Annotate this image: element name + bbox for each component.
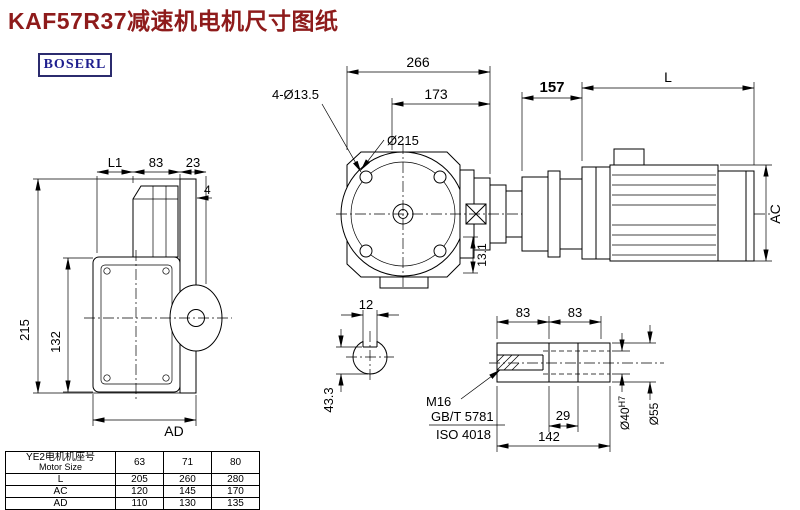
dim-label-173: 173 xyxy=(424,86,448,102)
table-row-AD: AD 110 130 135 xyxy=(5,497,260,510)
dim-13-1: 13.1 xyxy=(463,236,489,274)
bolt-hole xyxy=(433,170,447,184)
motor-body xyxy=(609,164,719,262)
brand-logo: BOSERL xyxy=(38,53,112,77)
housing-bolt xyxy=(103,267,111,275)
housing-bolt xyxy=(162,267,170,275)
dim-label-83b: 83 xyxy=(568,305,582,320)
dim-29: 29 xyxy=(548,386,579,432)
front-flange-view: 266 173 4-Ø13.5 Ø215 13.1 xyxy=(272,54,523,289)
dim-12: 12 xyxy=(341,297,399,341)
dim-157: 157 xyxy=(521,79,583,171)
dim-AC: AC xyxy=(720,164,783,262)
dim-L1-83-23: L1 83 23 xyxy=(96,155,207,284)
dim-label-132: 132 xyxy=(48,331,63,353)
dim-215: 215 xyxy=(17,178,180,394)
dim-label-157: 157 xyxy=(539,79,564,96)
bolt-hole xyxy=(359,170,373,184)
dim-label-AC: AC xyxy=(767,204,783,223)
bolt-holes-label: 4-Ø13.5 xyxy=(272,87,319,102)
std-gb-label: GB/T 5781 xyxy=(431,409,494,424)
dim-label-4: 4 xyxy=(204,183,211,197)
shaft-outline xyxy=(496,342,611,383)
value-cell: 110 xyxy=(115,497,164,510)
value-cell: 260 xyxy=(163,473,212,486)
dim-label-43-3: 43.3 xyxy=(321,387,336,412)
dim-bore-dia: Ø40H7 xyxy=(612,333,632,430)
frame-size-71: 71 xyxy=(163,451,212,474)
table-header-cell: YE2电机机座号 Motor Size xyxy=(5,451,116,474)
bore-tolerance: H7 xyxy=(617,396,627,408)
dim-label-AD: AD xyxy=(164,423,183,439)
dim-shaft-dia: Ø55 xyxy=(612,325,661,425)
fan-cover xyxy=(717,170,755,262)
dim-132: 132 xyxy=(48,257,93,393)
std-iso-label: ISO 4018 xyxy=(436,427,491,442)
dim-83-83: 83 83 xyxy=(496,305,602,339)
coupling-bell xyxy=(521,176,549,252)
housing-bolt xyxy=(103,374,111,382)
thread-callout: M16 GB/T 5781 ISO 4018 xyxy=(426,369,505,442)
motor-size-table: YE2电机机座号 Motor Size 63 71 80 L 205 260 2… xyxy=(5,451,260,510)
dim-label-L1: L1 xyxy=(108,155,122,170)
dim-label-13-1: 13.1 xyxy=(475,243,489,267)
dim-label-12: 12 xyxy=(359,297,373,312)
value-cell: 135 xyxy=(211,497,260,510)
value-cell: 120 xyxy=(115,485,164,498)
dim-173: 173 xyxy=(391,86,491,150)
page-title: KAF57R37减速机电机尺寸图纸 xyxy=(8,8,339,34)
dim-43-3: 43.3 xyxy=(321,329,368,413)
table-header-en: Motor Size xyxy=(38,462,82,473)
row-label-AC: AC xyxy=(5,485,116,498)
flange-dia-label: Ø215 xyxy=(387,133,419,148)
flange-dia-callout: Ø215 xyxy=(360,133,419,171)
dim-AD: AD xyxy=(92,394,197,439)
dim-label-142: 142 xyxy=(538,429,560,444)
gear-housing xyxy=(92,256,181,393)
value-cell: 280 xyxy=(211,473,260,486)
bolt-hole xyxy=(433,244,447,258)
dim-4: 4 xyxy=(196,183,212,201)
value-cell: 145 xyxy=(163,485,212,498)
dim-label-29: 29 xyxy=(556,408,570,423)
brand-logo-text: BOSERL xyxy=(43,57,107,72)
value-cell: 205 xyxy=(115,473,164,486)
row-label-L: L xyxy=(5,473,116,486)
adapter-disc xyxy=(547,170,561,258)
dim-label-83a: 83 xyxy=(516,305,530,320)
adapter-barrel xyxy=(559,178,583,250)
dim-label-215: 215 xyxy=(17,319,32,341)
table-row-AC: AC 120 145 170 xyxy=(5,485,260,498)
shaft-key-section: 12 43.3 xyxy=(321,297,399,413)
thread-label: M16 xyxy=(426,394,451,409)
dim-label-266: 266 xyxy=(406,54,430,70)
dim-266: 266 xyxy=(346,54,491,174)
motor-side-view: 157 L AC xyxy=(521,69,783,262)
frame-size-80: 80 xyxy=(211,451,260,474)
housing-foot xyxy=(379,276,429,289)
value-cell: 170 xyxy=(211,485,260,498)
table-header-row: YE2电机机座号 Motor Size 63 71 80 xyxy=(5,451,260,474)
hollow-shaft-detail: 83 83 M16 GB/T 5781 ISO 4018 29 142 xyxy=(426,305,664,452)
frame-size-63: 63 xyxy=(115,451,164,474)
dim-L: L xyxy=(581,69,755,165)
row-label-AD: AD xyxy=(5,497,116,510)
table-row-L: L 205 260 280 xyxy=(5,473,260,486)
bolt-hole xyxy=(359,244,373,258)
bolt-holes-callout: 4-Ø13.5 xyxy=(272,87,362,173)
dim-142: 142 xyxy=(496,386,611,452)
dim-label-83: 83 xyxy=(149,155,163,170)
dim-label-shaft-dia: Ø55 xyxy=(647,402,661,425)
dim-label-bore-dia: Ø40H7 xyxy=(617,396,632,430)
table-header-cn: YE2电机机座号 xyxy=(26,452,95,464)
dim-label-L: L xyxy=(664,69,672,85)
value-cell: 130 xyxy=(163,497,212,510)
dim-label-23: 23 xyxy=(186,155,200,170)
housing-bolt xyxy=(162,374,170,382)
input-tower xyxy=(132,185,179,258)
left-side-view: L1 83 23 4 215 132 xyxy=(17,155,232,439)
terminal-box xyxy=(613,148,645,166)
